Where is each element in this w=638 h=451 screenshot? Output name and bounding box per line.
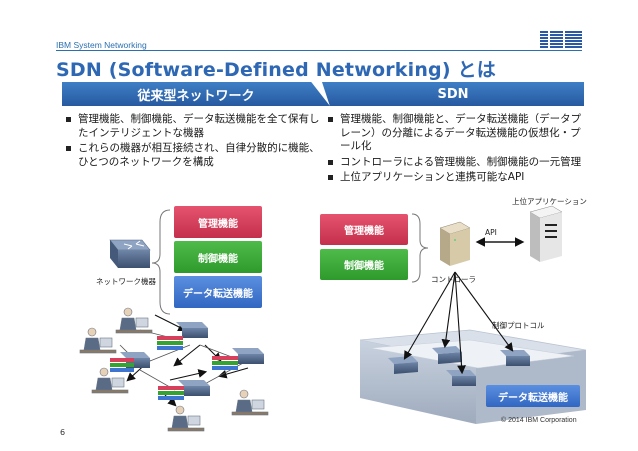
sdn-ctrl-function-box: 制御機能 xyxy=(320,249,408,280)
bullet-square-icon xyxy=(66,146,71,152)
banner-traditional-label: 従来型ネットワーク xyxy=(137,88,255,104)
banner-sdn: SDN xyxy=(322,82,584,106)
controller-label: コントローラ xyxy=(431,275,476,284)
copyright: © 2014 IBM Corporation xyxy=(501,417,577,424)
bullet-square-icon xyxy=(328,159,333,165)
banner-sdn-label: SDN xyxy=(437,86,469,102)
user-at-desk-icon xyxy=(167,405,205,432)
sdn-data-function-box: データ転送機能 xyxy=(486,385,580,407)
left-brace-icon xyxy=(151,209,171,315)
bullet-item: 管理機能、制御機能、データ転送機能を全て保有したインテリジェントな機器 xyxy=(64,113,326,140)
mgmt-function-box: 管理機能 xyxy=(174,206,262,238)
bullet-item: 管理機能、制御機能と、データ転送機能（データプレーン）の分離によるデータ転送機能… xyxy=(326,113,588,154)
device-label: ネットワーク機器 xyxy=(96,277,156,286)
banner-traditional: 従来型ネットワーク xyxy=(62,82,330,106)
page-number: 6 xyxy=(60,428,66,437)
api-label: API xyxy=(485,228,497,237)
page-title: SDN (Software-Defined Networking) とは xyxy=(56,59,496,81)
network-device-icon xyxy=(109,239,151,268)
user-at-desk-icon xyxy=(79,327,117,354)
sdn-bullets: 管理機能、制御機能と、データ転送機能（データプレーン）の分離によるデータ転送機能… xyxy=(326,113,588,187)
bullet-item: コントローラによる管理機能、制御機能の一元管理 xyxy=(326,156,588,170)
bullet-square-icon xyxy=(328,117,333,122)
controller-server-icon xyxy=(439,221,471,266)
mini-switch-icon xyxy=(158,380,210,400)
right-brace-icon xyxy=(411,213,429,283)
mini-switch-icon xyxy=(110,352,150,372)
sdn-mgmt-function-box: 管理機能 xyxy=(320,214,408,245)
mini-switch-icon xyxy=(212,348,264,370)
bullet-square-icon xyxy=(328,175,333,181)
ctrl-function-box: 制御機能 xyxy=(174,241,262,273)
traditional-bullets: 管理機能、制御機能、データ転送機能を全て保有したインテリジェントな機器 これらの… xyxy=(64,113,326,171)
data-function-box: データ転送機能 xyxy=(174,276,262,308)
application-server-icon xyxy=(529,205,563,262)
user-at-desk-icon xyxy=(115,307,153,334)
brand-label: IBM System Networking xyxy=(56,40,147,50)
user-at-desk-icon xyxy=(231,389,269,416)
user-at-desk-icon xyxy=(91,367,129,394)
bullet-item: 上位アプリケーションと連携可能なAPI xyxy=(326,171,588,185)
bullet-item: これらの機器が相互接続され、自律分散的に機能、ひとつのネットワークを構成 xyxy=(64,142,326,169)
mini-switch-icon xyxy=(157,322,208,350)
pool-switch-icon xyxy=(432,346,462,364)
protocol-label: 制御プロトコル xyxy=(492,321,545,330)
app-label: 上位アプリケーション xyxy=(512,197,587,206)
header-divider xyxy=(56,50,582,51)
ibm-logo xyxy=(540,31,582,48)
control-protocol-arrows xyxy=(403,271,514,375)
bullet-square-icon xyxy=(66,117,71,122)
